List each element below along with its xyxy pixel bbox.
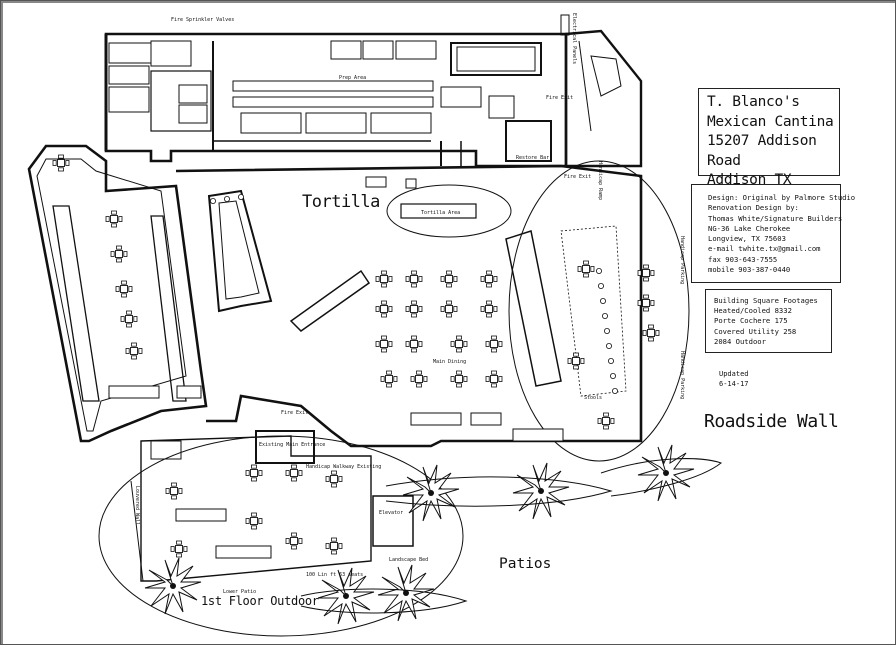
- design-credit-line: Longview, TX 75603: [708, 234, 786, 244]
- square-footage-line: Covered Utility 258: [714, 326, 797, 336]
- square-footage-line: Building Square Footages: [714, 296, 818, 305]
- handicap-walkway-label: Handicap Walkway Existing: [306, 464, 381, 470]
- left-bar-wing: [27, 144, 208, 443]
- fire-exit-right-label: Fire Exit: [564, 174, 591, 180]
- restaurant-name: T. Blanco's: [707, 94, 800, 110]
- seating-count-label: 100 Lin ft 63 seats: [306, 572, 363, 578]
- restaurant-subtitle: Mexican Cantina: [707, 113, 834, 130]
- design-credit-line: NG-36 Lake Cherokee: [708, 223, 791, 233]
- square-footage-line: Porte Cochere 175: [714, 316, 788, 326]
- handicap-parking-1-label: Handicap Parking: [679, 236, 685, 284]
- updated-note: Updated 6-14-17: [719, 369, 749, 389]
- square-footage-box: Building Square Footages Heated/Cooled 8…: [705, 289, 832, 353]
- tortilla-area-label: Tortilla Area: [421, 210, 460, 216]
- porte-cochere: [560, 14, 643, 168]
- design-credit-line: fax 903-643-7555: [708, 254, 778, 264]
- design-credit-line: Thomas White/Signature Builders: [708, 213, 843, 223]
- landscape-swoops: [300, 458, 723, 614]
- square-footage-line: 2084 Outdoor: [714, 336, 766, 346]
- patio-structure: [130, 430, 414, 582]
- lower-patio-label: Lower Patio: [223, 589, 256, 595]
- patios-label: Patios: [499, 556, 552, 572]
- existing-main-entrance-label: Existing Main Entrance: [259, 442, 325, 448]
- handicap-ramp-label: Handicap Ramp: [597, 161, 603, 200]
- bar-stools: [209, 193, 618, 395]
- fire-exit-bottom-label: Fire Exit: [281, 410, 308, 416]
- landscape-bed-label: Landscape Bed: [389, 557, 428, 563]
- banquet-tables: [108, 385, 564, 559]
- main-dining-label: Main Dining: [433, 359, 466, 365]
- fire-sprinkler-label: Fire Sprinkler Valves: [171, 17, 234, 23]
- roadside-seating-outline: [508, 160, 690, 462]
- updated-date: 6-14-17: [719, 380, 749, 388]
- square-footage-line: Heated/Cooled 8332: [714, 306, 792, 316]
- roadside-wall-label: Roadside Wall: [704, 411, 839, 432]
- design-credit-line: Renovation Design by:: [708, 203, 799, 213]
- design-credit-line: mobile 903-387-0440: [708, 265, 791, 275]
- fire-exit-top-label: Fire Exit: [546, 95, 573, 101]
- design-credits-box: Design: Original by Palmore Studio Renov…: [691, 184, 856, 283]
- handicap-parking-2-label: Handicap Parking: [679, 351, 685, 399]
- tortilla-label: Tortilla: [302, 192, 380, 212]
- main-building-wall: [175, 164, 643, 448]
- elevator-label: Elevator: [379, 510, 403, 516]
- stools-label: Stools: [584, 395, 602, 401]
- restaurant-title-box: T. Blanco's Mexican Cantina 15207 Addiso…: [698, 88, 840, 208]
- updated-label: Updated: [719, 370, 749, 378]
- design-credit-line: Design: Original by Palmore Studio: [708, 193, 856, 202]
- prep-area-label: Prep Area: [339, 75, 366, 81]
- center-bar: [207, 189, 371, 332]
- restaurant-address-1: 15207 Addison Road: [707, 133, 817, 169]
- kitchen-block: [104, 32, 568, 168]
- tortilla-area-outline: [365, 176, 512, 238]
- louvered-wall-label: Louvered Wall: [134, 486, 140, 525]
- dining-tables: [52, 154, 660, 558]
- electrical-panels-label: Electrical Panels: [571, 13, 577, 64]
- design-credit-line: e-mail twhite.tx@gmail.com: [708, 244, 821, 254]
- first-floor-outdoor-label: 1st Floor Outdoor: [201, 594, 319, 608]
- restore-bar-label: Restore Bar: [516, 155, 549, 161]
